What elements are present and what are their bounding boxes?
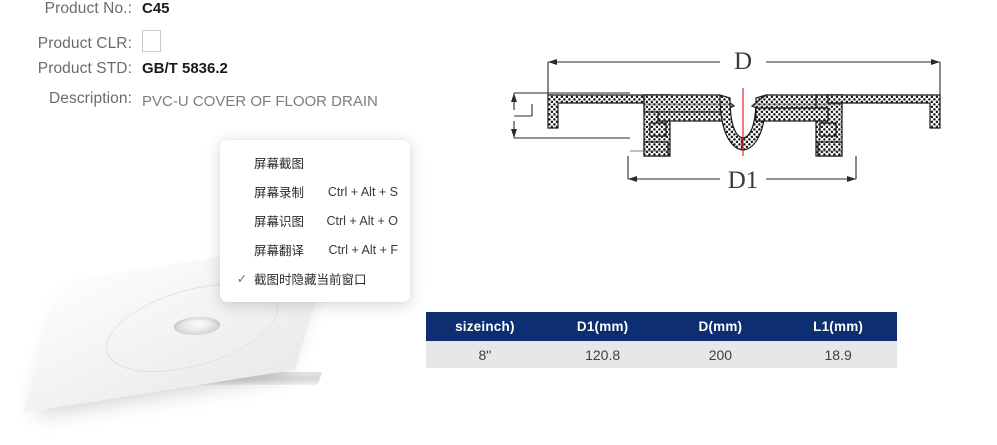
section-body bbox=[547, 94, 941, 157]
dimension-label-d1: D1 bbox=[728, 167, 759, 194]
spec-row-product-no: Product No.: C45 bbox=[0, 0, 470, 30]
table-header-size: sizeinch) bbox=[426, 312, 544, 341]
menu-item-screen-translate-label: 屏幕翻译 bbox=[254, 244, 305, 258]
spec-row-product-clr: Product CLR: bbox=[0, 30, 470, 60]
spec-value-product-clr bbox=[142, 30, 161, 52]
technical-drawing: D bbox=[498, 38, 968, 213]
table-row: 8" 120.8 200 18.9 bbox=[426, 341, 897, 368]
menu-item-hide-window-on-capture[interactable]: ✓ 截图时隐藏当前窗口 bbox=[220, 264, 410, 293]
table-header-l1: L1(mm) bbox=[779, 312, 897, 341]
menu-item-screenshot[interactable]: 屏幕截图 bbox=[220, 148, 410, 177]
menu-item-hide-window-on-capture-label: 截图时隐藏当前窗口 bbox=[254, 273, 367, 287]
spec-row-product-std: Product STD: GB/T 5836.2 bbox=[0, 60, 470, 90]
construction-lines bbox=[630, 103, 842, 152]
menu-item-screen-record-shortcut: Ctrl + Alt + S bbox=[327, 184, 398, 199]
spec-label-product-std: Product STD: bbox=[37, 60, 132, 77]
table-cell-d1: 120.8 bbox=[543, 341, 662, 368]
dimension-d1 bbox=[627, 156, 857, 182]
spec-value-product-std: GB/T 5836.2 bbox=[142, 60, 228, 77]
spec-label-product-no: Product No.: bbox=[44, 0, 132, 17]
table-header-d: D(mm) bbox=[661, 312, 780, 341]
dimension-d bbox=[547, 59, 941, 110]
checkmark-icon: ✓ bbox=[236, 272, 248, 286]
menu-item-screen-record[interactable]: 屏幕录制 Ctrl + Alt + S bbox=[220, 177, 410, 206]
table-header-d1: D1(mm) bbox=[543, 312, 662, 341]
menu-item-screen-ocr[interactable]: 屏幕识图 Ctrl + Alt + O bbox=[220, 206, 410, 235]
color-swatch-icon bbox=[142, 30, 161, 52]
spec-value-product-no: C45 bbox=[142, 0, 170, 17]
spec-label-description: Description: bbox=[48, 90, 132, 107]
table-cell-d: 200 bbox=[661, 341, 780, 368]
spec-label-product-clr: Product CLR: bbox=[37, 35, 132, 52]
dimension-l1 bbox=[511, 92, 630, 139]
specification-table: sizeinch) D1(mm) D(mm) L1(mm) 8" 120.8 2… bbox=[426, 312, 897, 368]
table-cell-size: 8" bbox=[426, 341, 544, 368]
menu-item-screenshot-label: 屏幕截图 bbox=[254, 157, 305, 171]
technical-drawing-svg: D bbox=[511, 48, 941, 194]
screenshot-context-menu[interactable]: 屏幕截图 屏幕录制 Ctrl + Alt + S 屏幕识图 Ctrl + Alt… bbox=[220, 140, 410, 302]
dimension-label-d: D bbox=[734, 48, 752, 75]
menu-item-screen-translate-shortcut: Ctrl + Alt + F bbox=[328, 242, 398, 257]
menu-item-screen-translate[interactable]: 屏幕翻译 Ctrl + Alt + F bbox=[220, 235, 410, 264]
spec-value-description: PVC-U COVER OF FLOOR DRAIN bbox=[142, 93, 378, 110]
menu-item-screen-ocr-shortcut: Ctrl + Alt + O bbox=[326, 213, 398, 228]
product-spec-list: Product No.: C45 Product CLR: Product ST… bbox=[0, 0, 470, 124]
spec-row-description: Description: PVC-U COVER OF FLOOR DRAIN bbox=[0, 90, 470, 124]
table-header-row: sizeinch) D1(mm) D(mm) L1(mm) bbox=[426, 312, 897, 341]
menu-item-screen-record-label: 屏幕录制 bbox=[254, 186, 305, 200]
menu-item-screen-ocr-label: 屏幕识图 bbox=[254, 215, 305, 229]
table-cell-l1: 18.9 bbox=[779, 341, 897, 368]
